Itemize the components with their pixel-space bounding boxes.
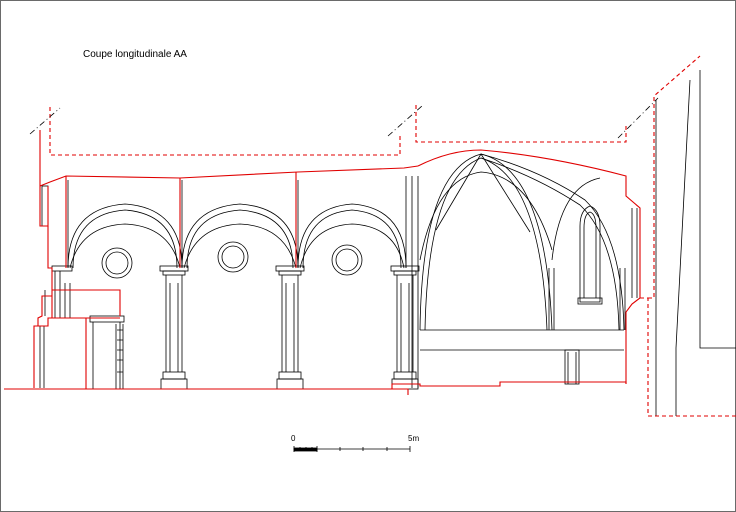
choir-window [577, 205, 603, 305]
drawing-title: Coupe longitudinale AA [83, 49, 187, 60]
roof-slope-lines [29, 97, 659, 139]
choir-door [564, 349, 580, 385]
arcade-bay-2 [181, 203, 299, 273]
left-wall-lower [37, 226, 121, 327]
ground-line [4, 381, 627, 390]
vault-upper-profile [39, 165, 419, 187]
tower-lines [655, 70, 736, 416]
scale-label-start: 0 [291, 434, 296, 443]
left-lower-structures [39, 290, 125, 389]
capitals [51, 265, 420, 276]
arcade-bay-3 [297, 203, 407, 276]
choir-vault [411, 153, 638, 388]
roofline-right-dashed [415, 105, 627, 143]
scale-bar [293, 446, 411, 452]
roofline-left-dashed [49, 107, 401, 156]
columns [54, 271, 419, 390]
tower-wall-dashed [648, 55, 701, 299]
left-wall-top [39, 130, 49, 227]
section-cut-lines [4, 55, 736, 417]
tower-base-dashed [640, 297, 736, 417]
elevation-lines [39, 70, 736, 416]
arcade-bay-1 [67, 203, 183, 279]
choir-roof-section [417, 149, 641, 384]
scale-label-end: 5m [408, 434, 420, 443]
